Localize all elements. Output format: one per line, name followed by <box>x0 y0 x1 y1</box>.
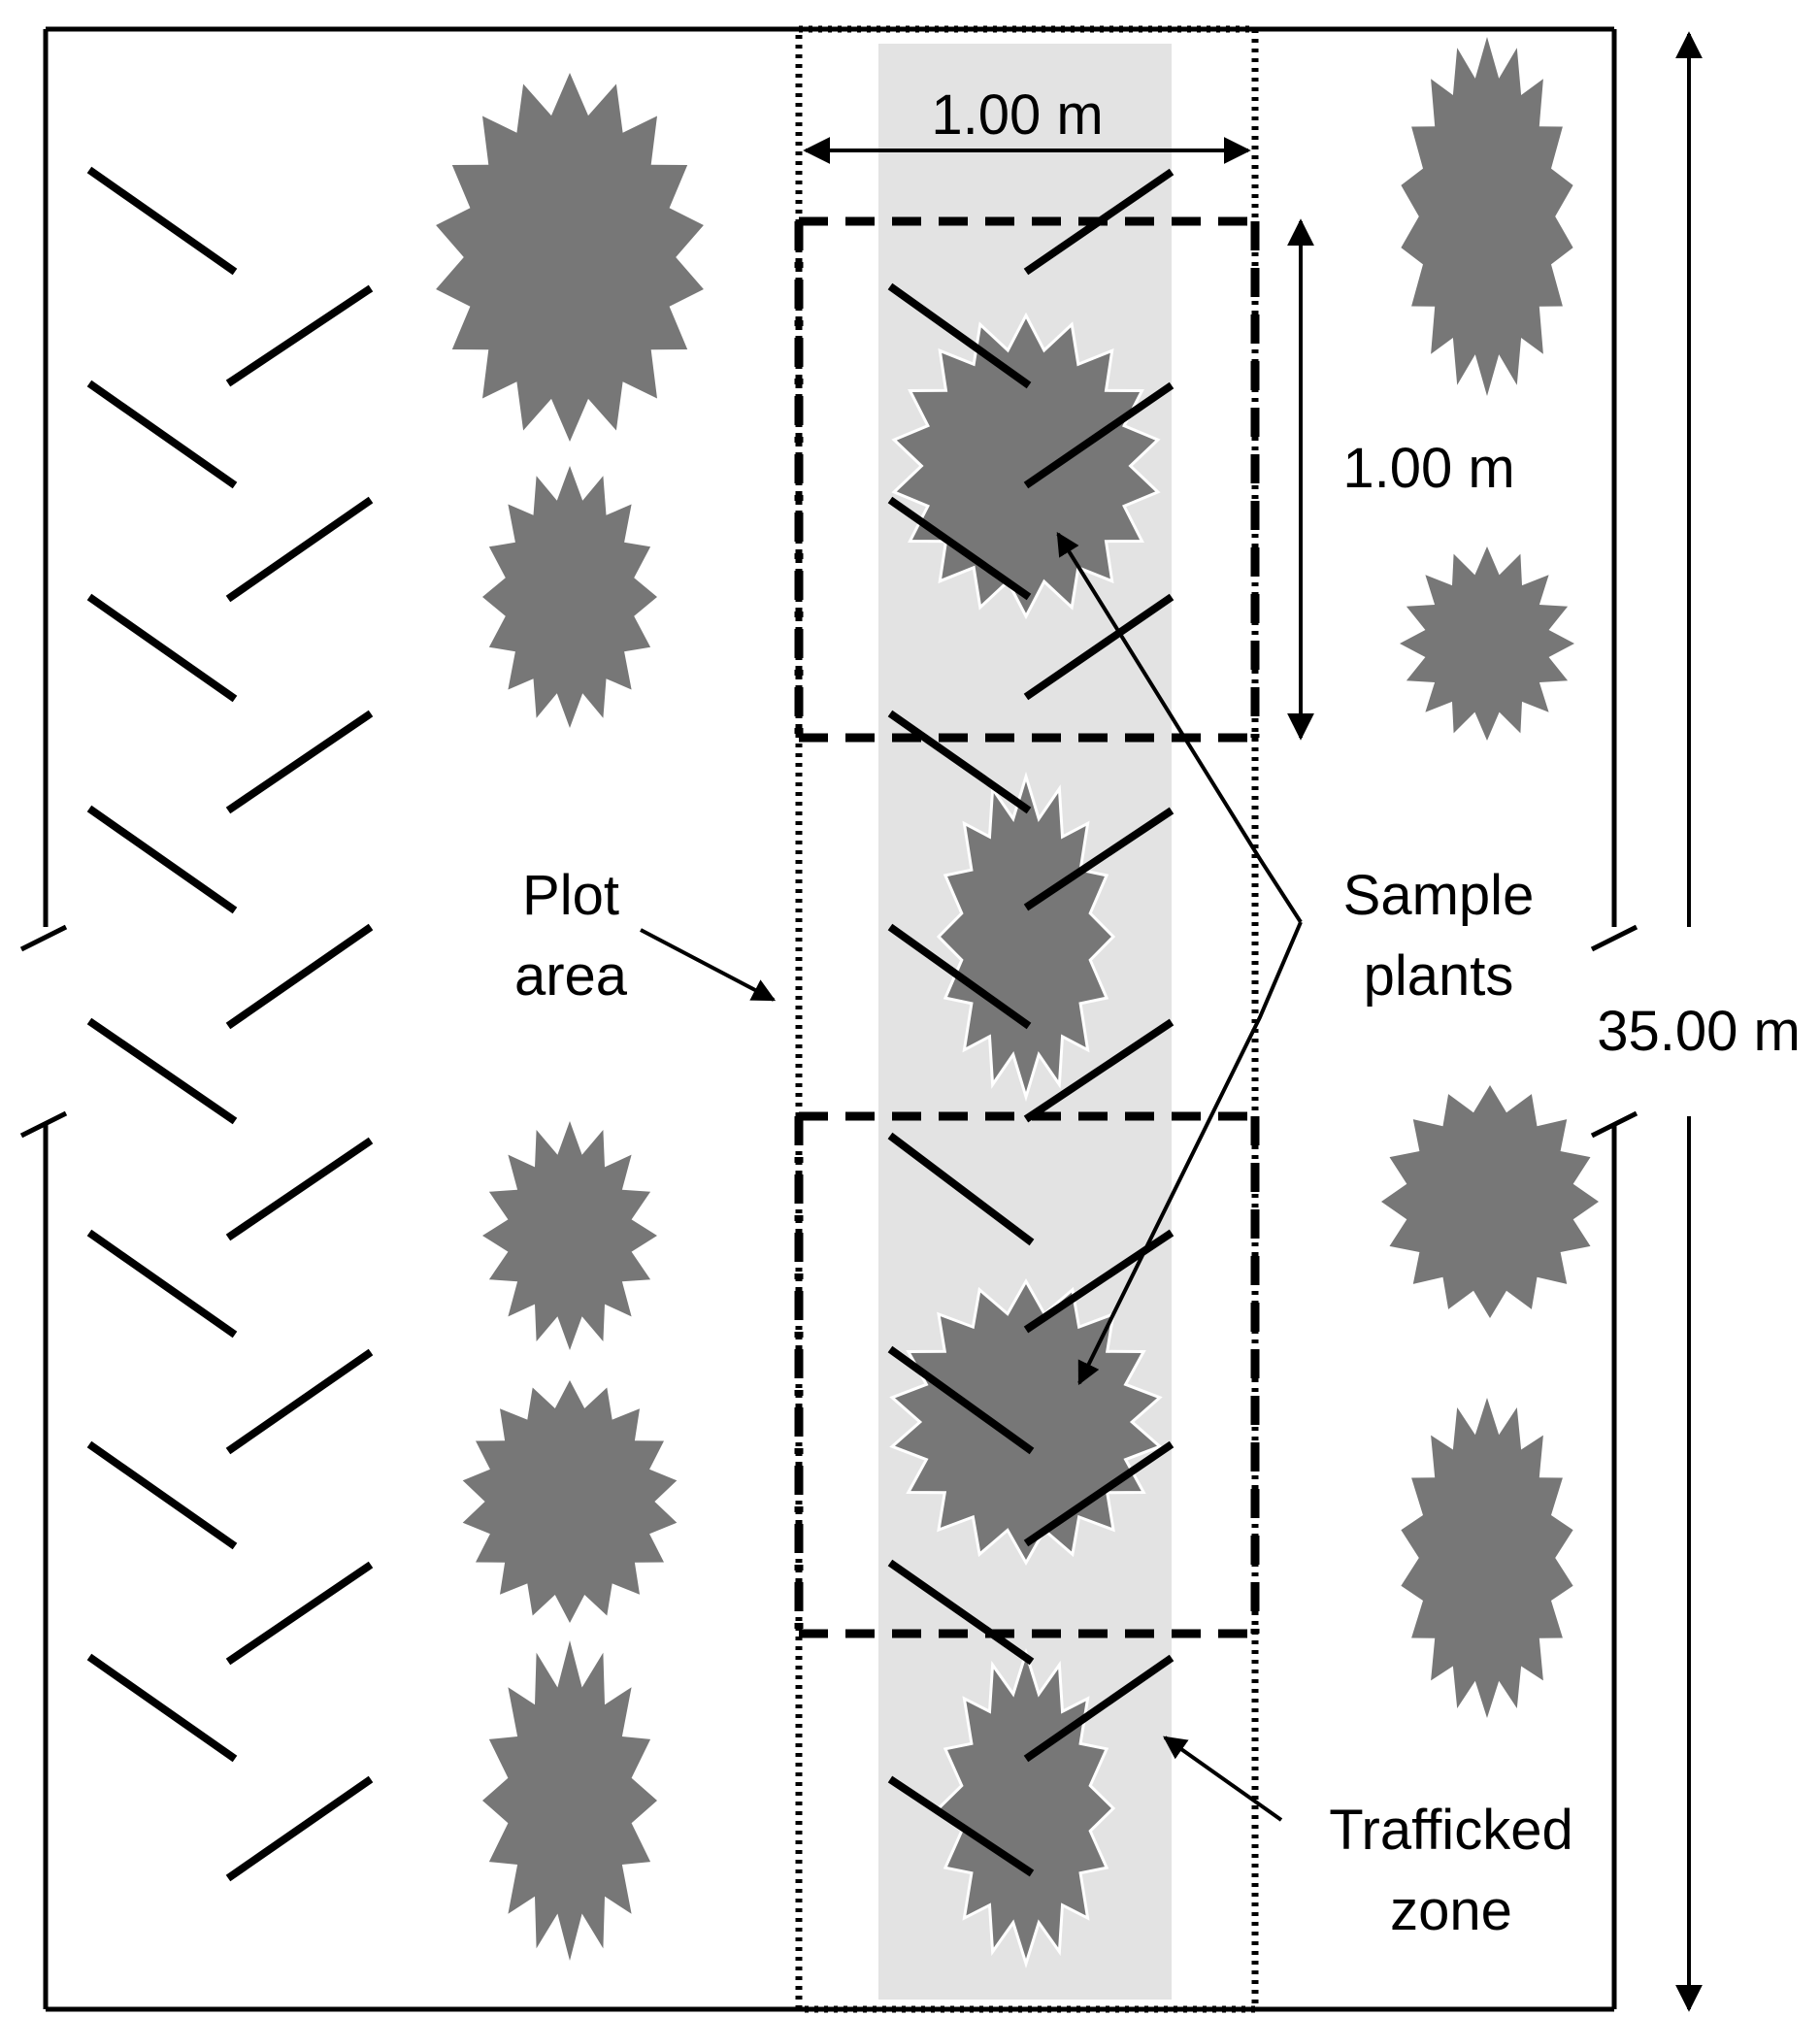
plant-6 <box>1401 37 1573 396</box>
sample-plants-pointer-top <box>1056 531 1303 924</box>
wheel-track-marks <box>86 166 374 1882</box>
sample-plant-4 <box>936 1647 1116 1969</box>
plants-group <box>436 37 1599 1969</box>
plot-area-label-line2: area <box>514 944 628 1008</box>
plant-2 <box>482 466 657 728</box>
sample-length-label: 1.00 m <box>1342 437 1514 500</box>
plot-area-outline <box>795 25 1259 2013</box>
plot-width-label: 1.00 m <box>931 83 1103 147</box>
field-boundary <box>43 26 1617 2012</box>
plot-area-label-line1: Plot <box>522 864 619 927</box>
plant-8 <box>1381 1085 1599 1318</box>
plant-3 <box>482 1121 657 1350</box>
sample-plants-pointer-bottom <box>1077 921 1303 1386</box>
sample-plants-label-line1: Sample <box>1343 864 1535 927</box>
plot-area-pointer <box>640 928 777 1002</box>
plant-5 <box>482 1640 657 1961</box>
plant-9 <box>1401 1398 1573 1718</box>
sample-plant-1 <box>891 312 1161 620</box>
plant-4 <box>462 1380 678 1623</box>
sample-plants-label-line2: plants <box>1364 944 1514 1008</box>
sample-plant-2 <box>936 771 1116 1103</box>
trafficked-zone-label-line1: Trafficked <box>1329 1799 1572 1862</box>
trafficked-zone-pointer <box>1163 1736 1283 1822</box>
sample-area-top <box>794 216 1260 743</box>
sample-area-bottom <box>794 1111 1260 1638</box>
plant-1 <box>436 73 704 442</box>
trafficked-zone-label-line2: zone <box>1390 1879 1512 1942</box>
plant-7 <box>1400 546 1574 741</box>
plot-length-label: 35.00 m <box>1597 1000 1801 1063</box>
break-marks <box>19 924 1638 1139</box>
